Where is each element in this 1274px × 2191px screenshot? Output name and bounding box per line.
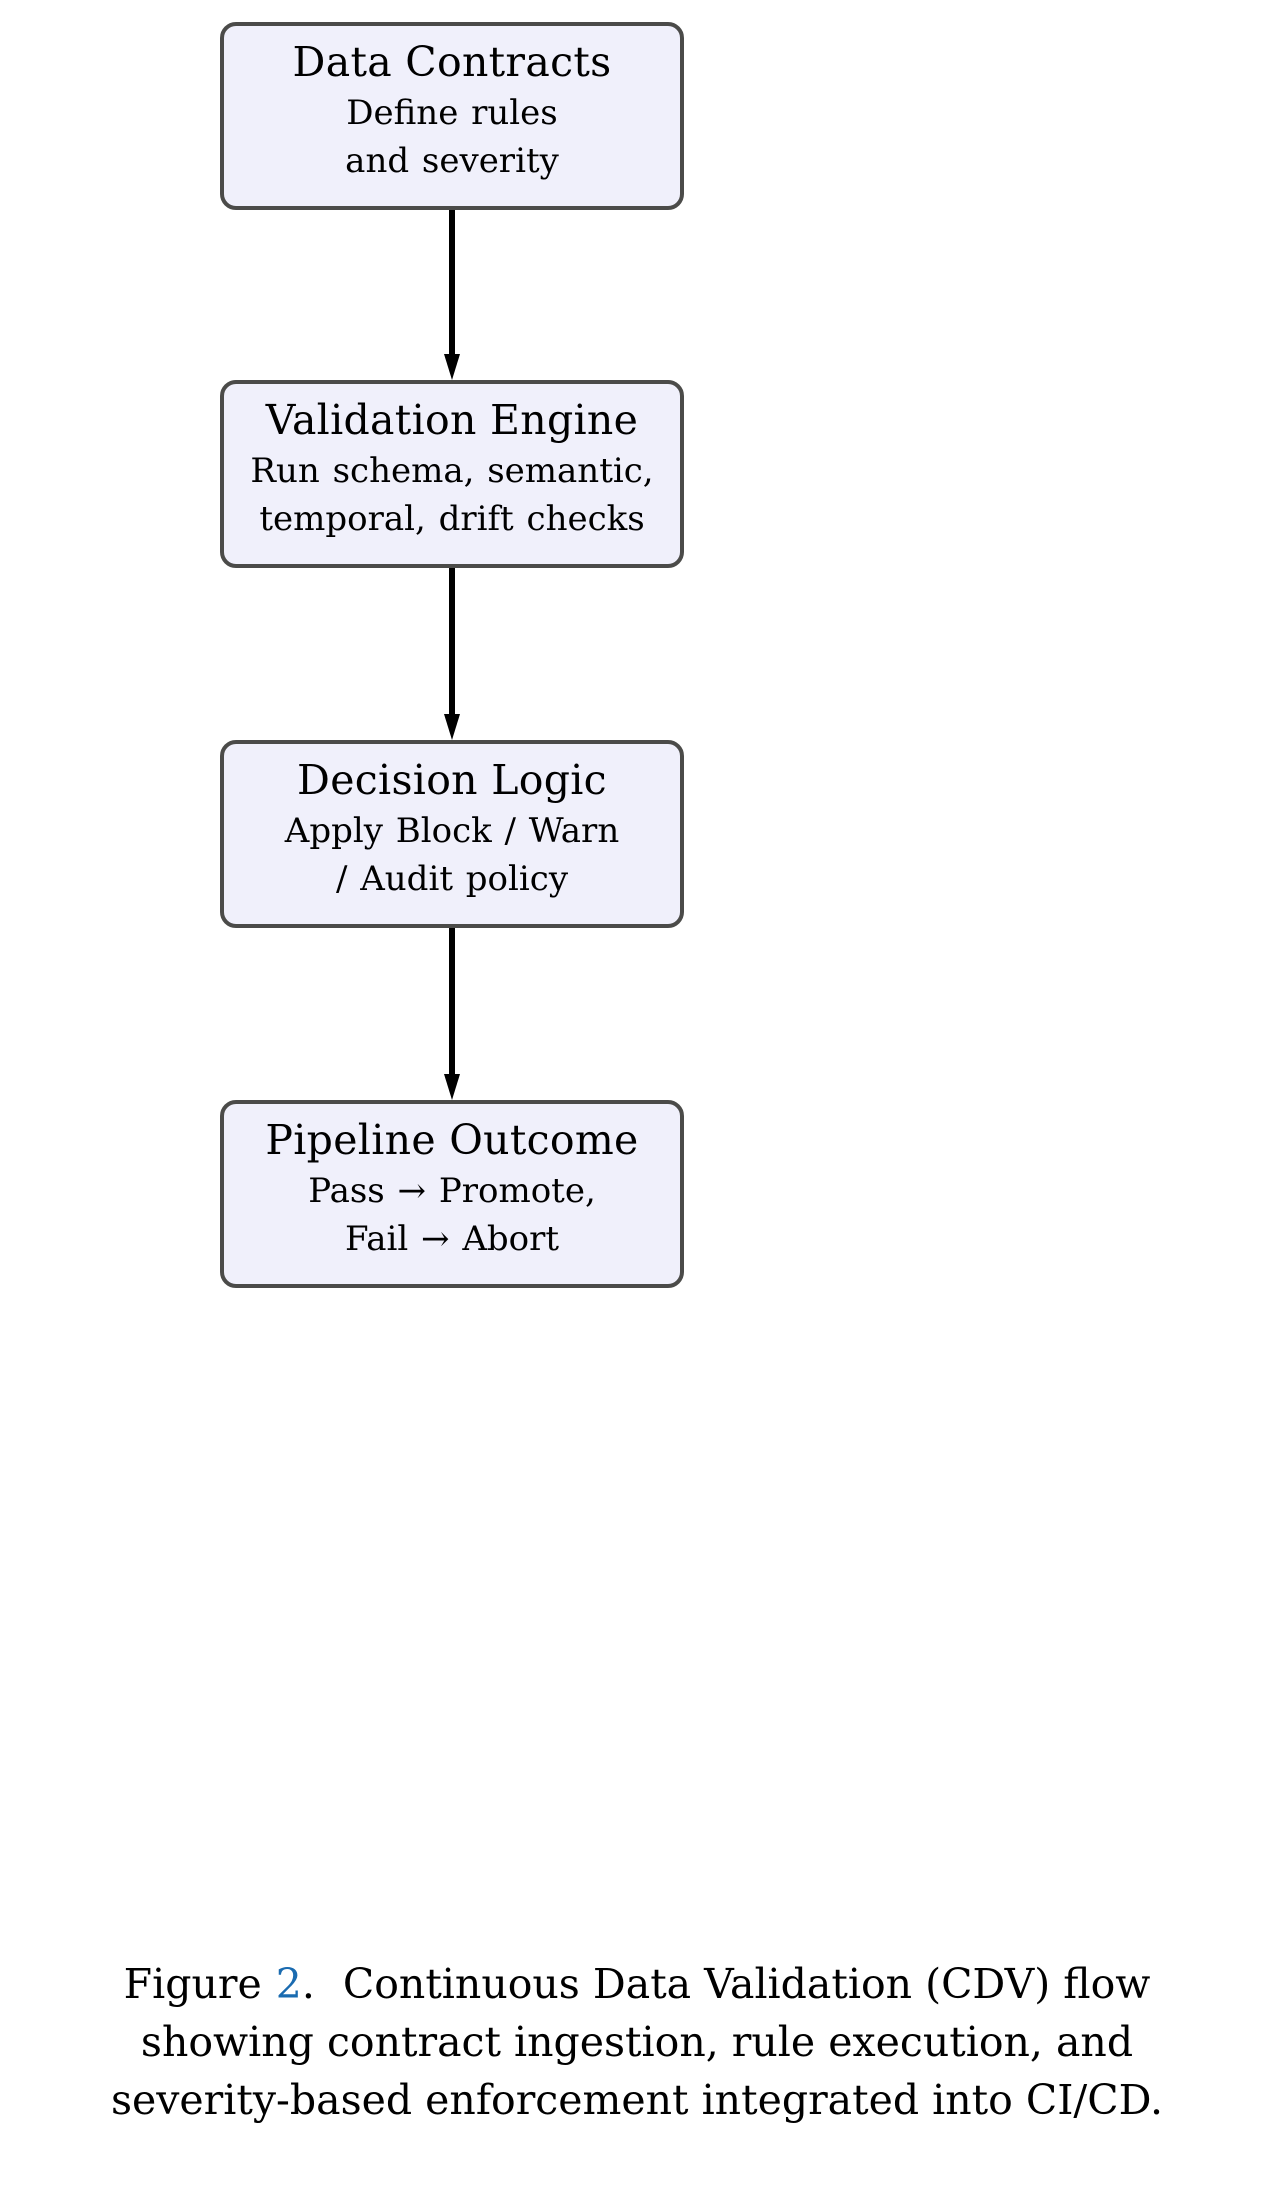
caption-period: . — [301, 1960, 315, 2008]
caption-figure-label: Figure — [123, 1960, 262, 2008]
node-detail-line: Fail → Abort — [344, 1218, 560, 1259]
node-title: Data Contracts — [292, 37, 612, 86]
node-title: Decision Logic — [297, 755, 607, 804]
arrow-head-icon — [444, 354, 460, 380]
node-detail-line: Define rules — [346, 92, 558, 133]
node-detail-line: Apply Block / Warn — [284, 810, 620, 851]
caption-line-1: Figure 2. Continuous Data Validation (CDV)… — [12, 1955, 1262, 2013]
arrow-shaft — [449, 568, 455, 716]
node-title: Validation Engine — [265, 395, 639, 444]
flow-node-pipeline-outcome: Pipeline Outcome Pass → Promote, Fail → … — [220, 1100, 684, 1288]
arrow-shaft — [449, 928, 455, 1076]
arrow-head-icon — [444, 1074, 460, 1100]
node-detail-line: Run schema, semantic, — [250, 450, 654, 491]
flow-arrow-decision-to-outcome — [444, 928, 460, 1100]
caption-figure-number[interactable]: 2 — [275, 1960, 302, 2008]
flow-arrow-contracts-to-validation — [444, 210, 460, 380]
node-title: Pipeline Outcome — [265, 1115, 639, 1164]
flow-node-validation-engine: Validation Engine Run schema, semantic, … — [220, 380, 684, 568]
figure-caption: Figure 2. Continuous Data Validation (CDV)… — [0, 1955, 1274, 2130]
node-detail-line: and severity — [345, 140, 559, 181]
caption-text-line-1: Continuous Data Validation (CDV) flow — [342, 1960, 1151, 2008]
caption-line-2: showing contract ingestion, rule executi… — [140, 2018, 1134, 2067]
flow-node-data-contracts: Data Contracts Define rules and severity — [220, 22, 684, 210]
flow-arrow-validation-to-decision — [444, 568, 460, 740]
caption-line-3: severity-based enforcement integrated in… — [110, 2076, 1164, 2125]
node-detail-line: / Audit policy — [335, 858, 569, 899]
arrow-head-icon — [444, 714, 460, 740]
node-detail-line: temporal, drift checks — [259, 498, 645, 539]
arrow-shaft — [449, 210, 455, 356]
flow-node-decision-logic: Decision Logic Apply Block / Warn / Audi… — [220, 740, 684, 928]
node-detail-line: Pass → Promote, — [308, 1170, 596, 1211]
